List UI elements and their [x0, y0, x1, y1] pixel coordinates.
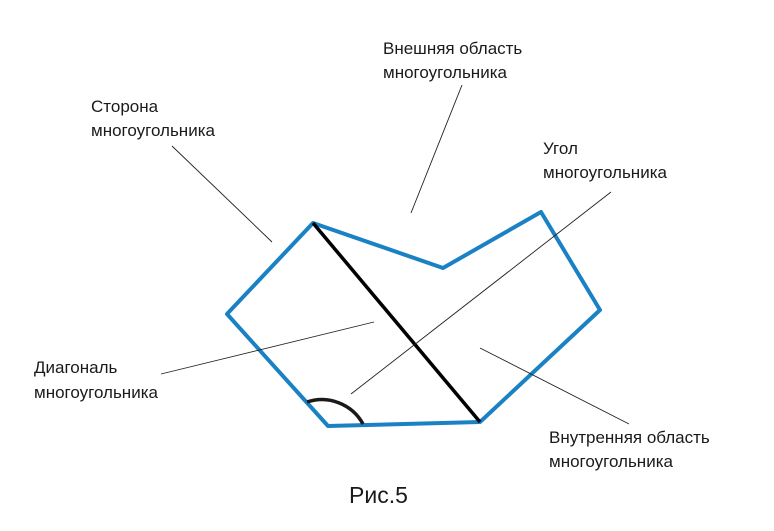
label-angle: Угол многоугольника: [543, 139, 668, 182]
leader-line-outer-area: [410, 84, 463, 214]
label-diagonal-line1: Диагональ: [34, 358, 118, 377]
polygon-outline: [225, 210, 602, 428]
angle-arc: [306, 397, 365, 425]
leader-line-side: [171, 145, 273, 243]
label-angle-line2: многоугольника: [543, 163, 668, 182]
label-angle-line1: Угол: [543, 139, 578, 158]
label-outer-area: Внешняя область многоугольника: [383, 39, 527, 82]
label-side: Сторона многоугольника: [91, 97, 216, 140]
label-inner-area-line1: Внутренняя область: [549, 428, 710, 447]
figure-caption: Рис.5: [349, 482, 408, 508]
label-outer-area-line2: многоугольника: [383, 63, 508, 82]
label-side-line1: Сторона: [91, 97, 159, 116]
label-outer-area-line1: Внешняя область: [383, 39, 522, 58]
label-diagonal-line2: многоугольника: [34, 383, 159, 402]
label-inner-area: Внутренняя область многоугольника: [549, 428, 715, 471]
polygon-diagonal: [311, 221, 482, 424]
leader-line-angle: [350, 191, 612, 395]
leader-line-diagonal: [160, 321, 375, 375]
label-inner-area-line2: многоугольника: [549, 452, 674, 471]
label-side-line2: многоугольника: [91, 121, 216, 140]
leader-line-inner-area: [479, 347, 630, 425]
label-diagonal: Диагональ многоугольника: [34, 358, 159, 402]
